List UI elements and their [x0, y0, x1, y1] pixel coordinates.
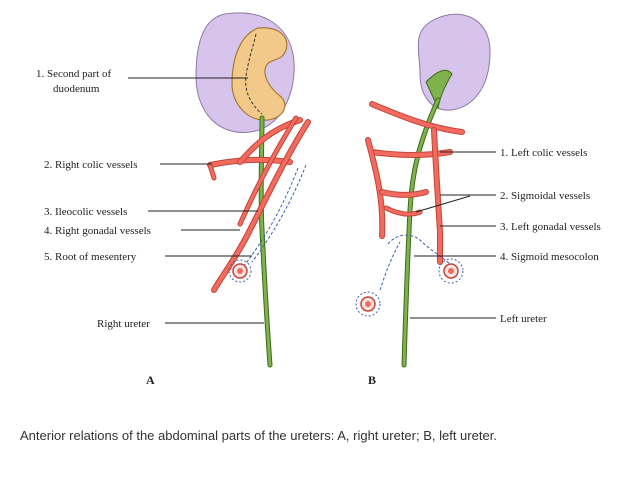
panel-a	[195, 12, 311, 368]
panel-a-letter: A	[146, 373, 155, 387]
left-gonadal-vessels	[431, 127, 443, 265]
label-right-ureter: Right ureter	[97, 318, 150, 330]
duodenum	[231, 27, 288, 121]
right-gonadal-vessels	[211, 115, 311, 293]
sigmoid-mesocolon	[379, 234, 453, 291]
mesenteric-vessel-section	[228, 259, 252, 283]
label-sigmoidal-vessels: 2. Sigmoidal vessels	[500, 190, 590, 202]
label-line: duodenum	[53, 83, 100, 95]
label-left-ureter: Left ureter	[500, 313, 547, 325]
root-of-mesentery	[243, 164, 307, 267]
sigmoid-vessel-section-left	[355, 291, 381, 317]
panel-b-labels: 1. Left colic vessels 2. Sigmoidal vesse…	[368, 147, 601, 387]
leader-lines	[128, 77, 496, 324]
label-second-part-duodenum: 1. Second part of duodenum	[36, 68, 114, 95]
panel-a-labels: 1. Second part of duodenum 2. Right coli…	[36, 68, 155, 387]
label-line: 1. Second part of	[36, 68, 111, 80]
sigmoidal-vessels	[379, 189, 429, 217]
panel-b	[355, 13, 491, 368]
label-right-gonadal-vessels: 4. Right gonadal vessels	[44, 225, 151, 237]
label-left-gonadal-vessels: 3. Left gonadal vessels	[500, 221, 601, 233]
left-colic-vessels	[365, 101, 465, 239]
label-root-of-mesentery: 5. Root of mesentery	[44, 251, 137, 263]
figure-caption: Anterior relations of the abdominal part…	[20, 428, 497, 443]
sigmoid-vessel-section-right	[438, 258, 464, 284]
label-sigmoid-mesocolon: 4. Sigmoid mesocolon	[500, 251, 599, 263]
panel-b-letter: B	[368, 373, 376, 387]
label-left-colic-vessels: 1. Left colic vessels	[500, 147, 587, 159]
label-ileocolic-vessels: 3. Ileocolic vessels	[44, 206, 127, 218]
label-right-colic-vessels: 2. Right colic vessels	[44, 159, 138, 171]
left-ureter-fill	[402, 98, 440, 367]
right-ureter-fill	[259, 116, 272, 367]
left-kidney	[417, 13, 491, 111]
